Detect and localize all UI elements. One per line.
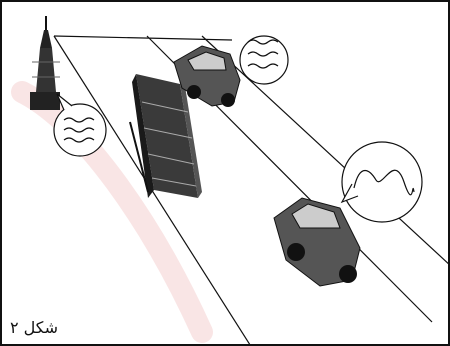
- distorted-signal-bubble: [342, 142, 422, 222]
- signal-bubble-top: [240, 36, 288, 84]
- car-bottom: [274, 198, 360, 286]
- signal-bubble-tower: [54, 94, 106, 156]
- figure-caption: شکل ۲: [10, 320, 58, 336]
- radio-tower-icon: [30, 16, 60, 110]
